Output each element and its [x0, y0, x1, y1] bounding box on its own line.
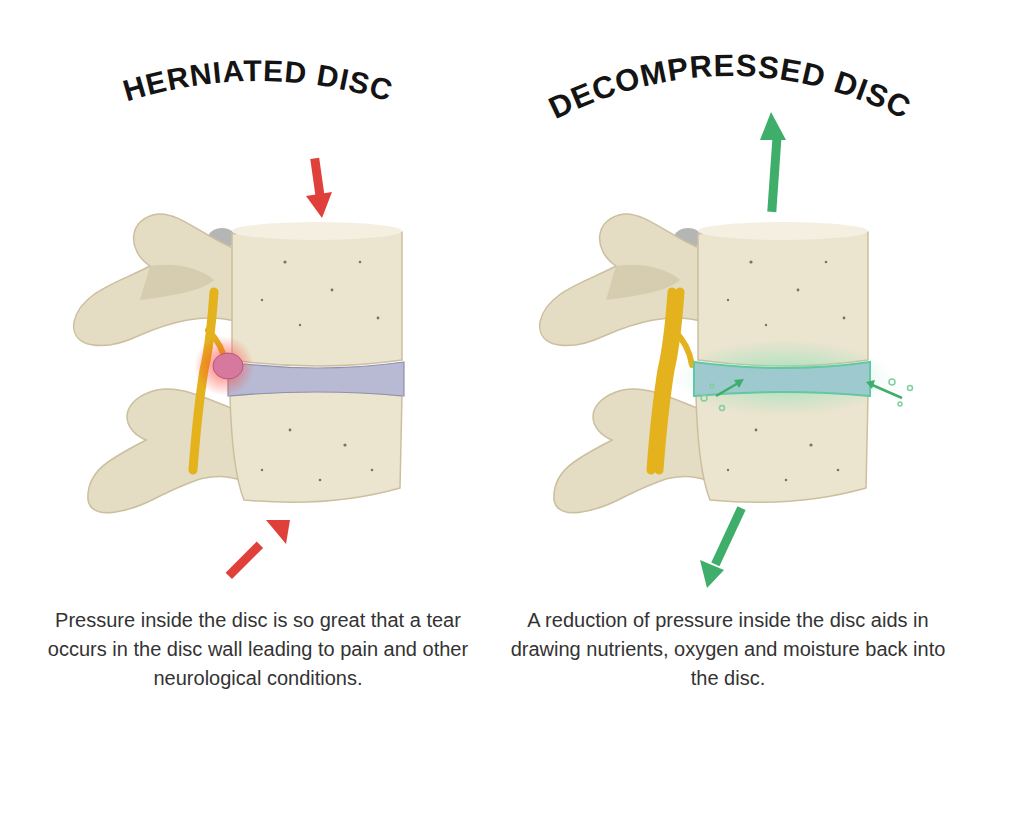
- caption-text: A reduction of pressure inside the disc …: [508, 606, 948, 693]
- nutrient-dots: [701, 379, 913, 411]
- nutrient-arrowheads: [734, 379, 875, 389]
- compressed-disc: [228, 362, 404, 396]
- heading-layer: HERNIATED DISC DECOMPRESSED DISC: [0, 0, 1024, 260]
- nutrient-arrows: [716, 382, 902, 398]
- arched-heading: HERNIATED DISC: [119, 54, 397, 107]
- caption-text: Pressure inside the disc is so great tha…: [40, 606, 476, 693]
- arched-heading: DECOMPRESSED DISC: [543, 48, 916, 126]
- compression-arrow: [226, 158, 332, 579]
- inflammation-glow: [194, 336, 254, 396]
- healthy-disc: [694, 362, 870, 396]
- disc-glow: [674, 340, 894, 416]
- herniation-bulge: [213, 353, 243, 379]
- herniated-vertebrae: [74, 214, 402, 513]
- spinal-nerve: [651, 292, 672, 470]
- decompression-arrow: [700, 112, 786, 588]
